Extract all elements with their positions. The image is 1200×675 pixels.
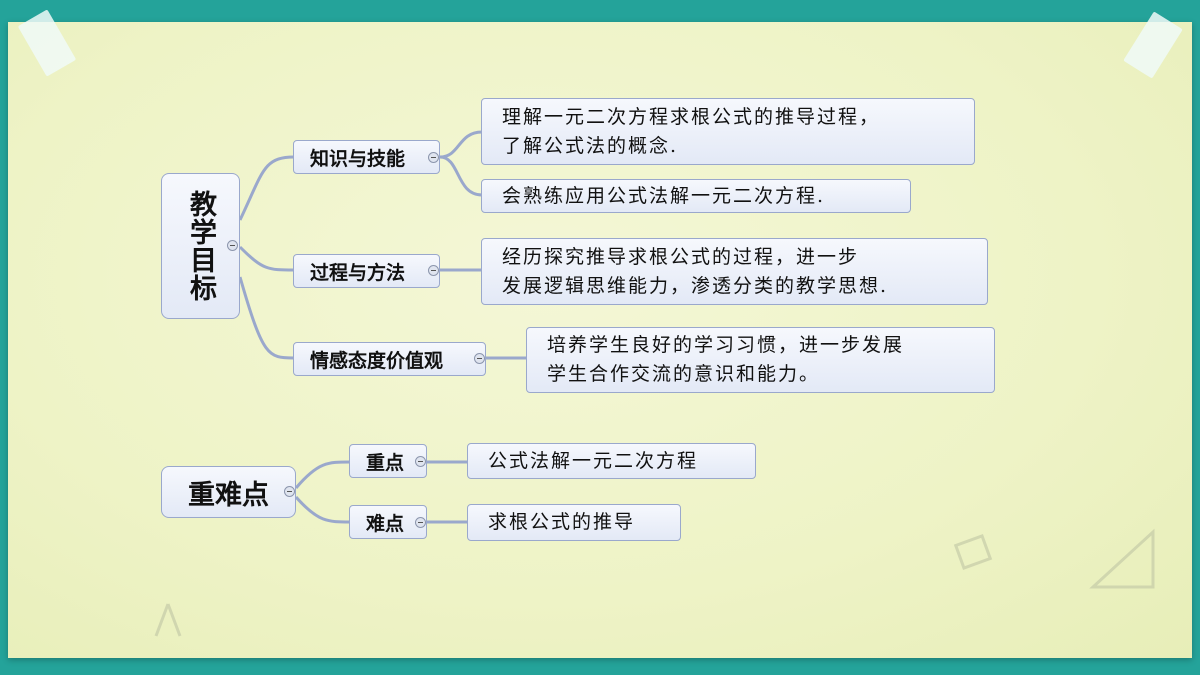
leaf-text: 经历探究推导求根公式的过程，进一步 发展逻辑思维能力，渗透分类的教学思想. [502, 245, 889, 297]
leaf-node-explore-process[interactable]: 经历探究推导求根公式的过程，进一步 发展逻辑思维能力，渗透分类的教学思想. [481, 238, 988, 305]
collapse-toggle-icon[interactable] [428, 152, 439, 163]
collapse-toggle-icon[interactable] [227, 240, 238, 251]
link-root-emotion [238, 276, 295, 360]
book-icon [953, 534, 993, 570]
leaf-text: 会熟练应用公式法解一元二次方程. [502, 184, 826, 207]
branch-label: 情感态度价值观 [310, 349, 444, 372]
collapse-toggle-icon[interactable] [474, 353, 485, 364]
leaf-node-study-habits[interactable]: 培养学生良好的学习习惯，进一步发展 学生合作交流的意识和能力。 [526, 327, 995, 393]
branch-label: 重点 [366, 451, 405, 474]
connector-lines [238, 130, 527, 524]
link-key-root-nandian [294, 496, 351, 524]
leaf-text: 公式法解一元二次方程 [488, 449, 699, 472]
link-key-root-zhongdian [294, 460, 351, 489]
collapse-toggle-icon[interactable] [284, 486, 295, 497]
collapse-toggle-icon[interactable] [415, 517, 426, 528]
leaf-text: 求根公式的推导 [488, 511, 636, 533]
branch-node-process-method[interactable]: 过程与方法 [293, 254, 440, 288]
branch-label: 难点 [366, 512, 405, 535]
collapse-toggle-icon[interactable] [415, 456, 426, 467]
leaf-node-apply-formula[interactable]: 会熟练应用公式法解一元二次方程. [481, 179, 911, 213]
leaf-node-derive-formula[interactable]: 理解一元二次方程求根公式的推导过程， 了解公式法的概念. [481, 98, 975, 165]
link-root-process [238, 245, 295, 272]
slide-paper: 教学目标 知识与技能 过程与方法 情感态度价值观 理解一元二次方程求根公式的推导… [8, 9, 1192, 658]
root-label: 教学目标 [185, 190, 216, 302]
root-node-teaching-goals[interactable]: 教学目标 [161, 173, 240, 319]
root-node-key-difficult-points[interactable]: 重难点 [161, 466, 296, 518]
compass-icon [154, 603, 182, 637]
root-label: 重难点 [188, 479, 269, 511]
collapse-toggle-icon[interactable] [428, 265, 439, 276]
link-knowledge-leaf2 [439, 155, 483, 197]
leaf-node-formula-derivation[interactable]: 求根公式的推导 [467, 504, 681, 541]
branch-node-difficult-point[interactable]: 难点 [349, 505, 427, 539]
link-root-knowledge [238, 155, 295, 221]
branch-node-emotion-values[interactable]: 情感态度价值观 [293, 342, 486, 376]
branch-label: 过程与方法 [310, 261, 406, 284]
leaf-node-formula-method[interactable]: 公式法解一元二次方程 [467, 443, 756, 479]
branch-label: 知识与技能 [310, 147, 406, 170]
branch-node-key-point[interactable]: 重点 [349, 444, 427, 478]
ruler-triangle-icon [1089, 528, 1155, 589]
branch-node-knowledge-skills[interactable]: 知识与技能 [293, 140, 440, 174]
link-knowledge-leaf1 [439, 130, 483, 159]
leaf-text: 理解一元二次方程求根公式的推导过程， 了解公式法的概念. [502, 105, 881, 157]
leaf-text: 培养学生良好的学习习惯，进一步发展 学生合作交流的意识和能力。 [547, 334, 905, 385]
